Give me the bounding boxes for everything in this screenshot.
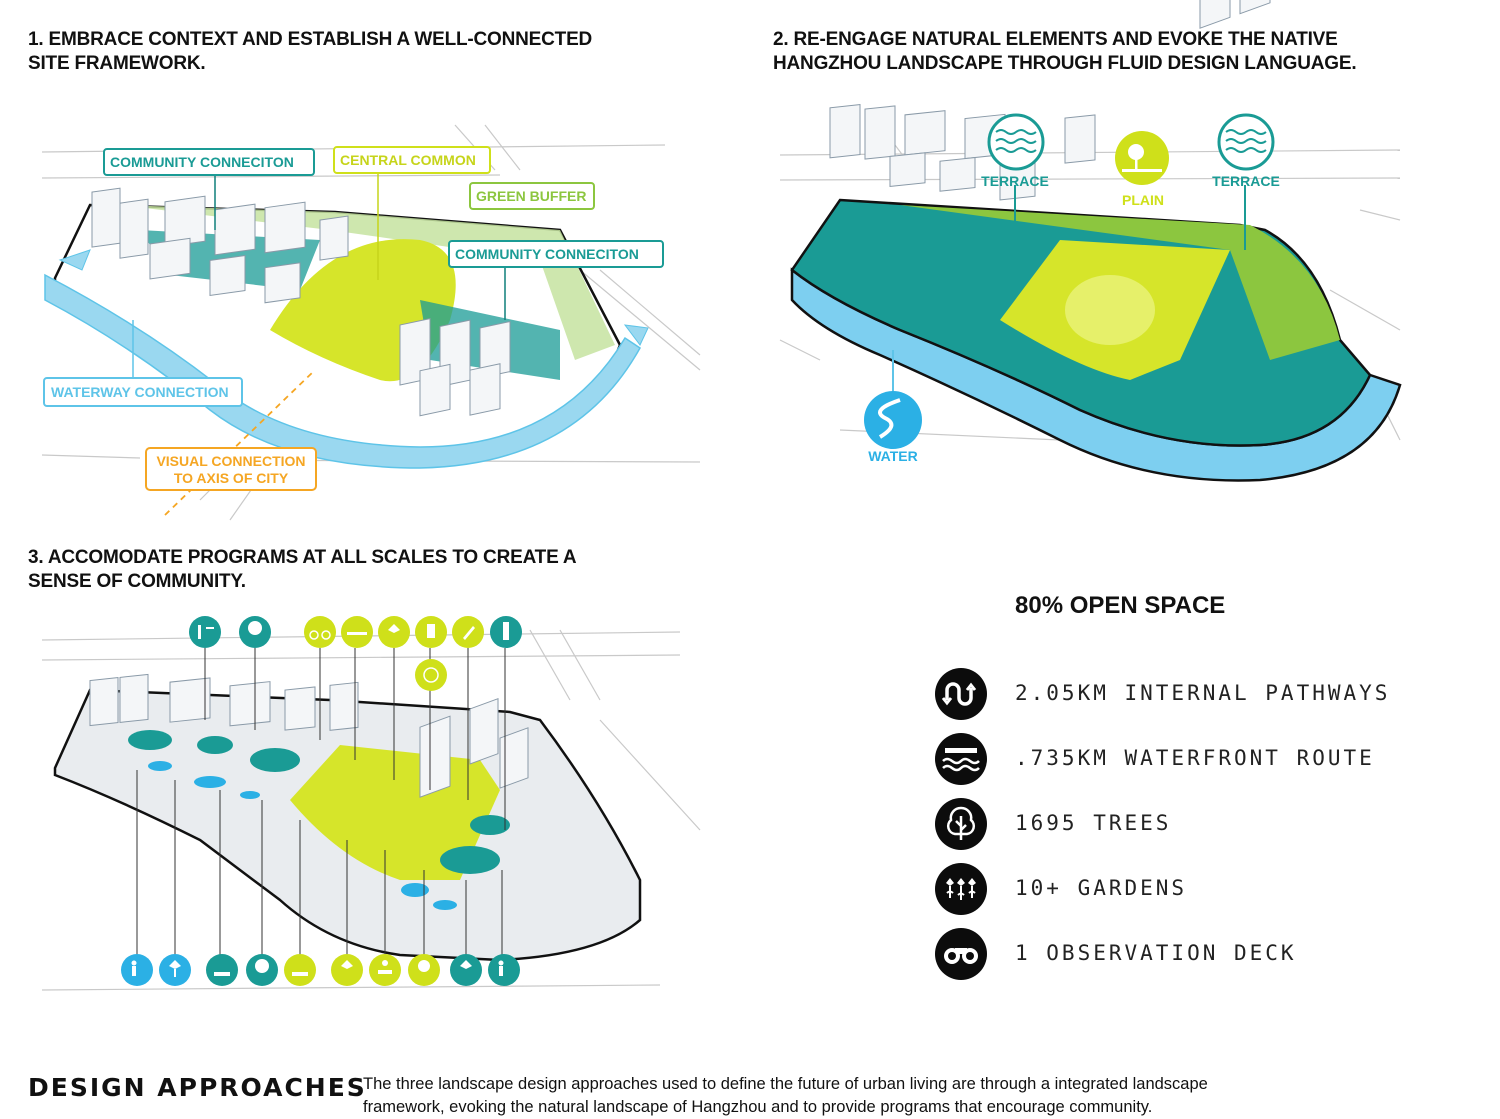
panel2-heading: 2. RE-ENGAGE NATURAL ELEMENTS AND EVOKE … xyxy=(773,28,1357,76)
panel3-heading: 3. ACCOMODATE PROGRAMS AT ALL SCALES TO … xyxy=(28,546,577,594)
panel3-heading-line1: 3. ACCOMODATE PROGRAMS AT ALL SCALES TO … xyxy=(28,547,577,568)
panel1-buildings xyxy=(91,187,511,417)
panel1-label-visual-axis: VISUAL CONNECTION TO AXIS OF CITY xyxy=(145,447,317,491)
panel3-ponds xyxy=(148,761,457,910)
panel1-label-central-common: CENTRAL COMMON xyxy=(333,146,491,174)
panel1-site-diagram: COMMUNITY CONNECITON CENTRAL COMMON GREE… xyxy=(41,124,701,521)
svg-text:CENTRAL COMMON: CENTRAL COMMON xyxy=(340,152,476,168)
waterfront-icon xyxy=(935,733,987,785)
panel2-label-terrace-left: TERRACE xyxy=(981,173,1049,189)
svg-text:GREEN BUFFER: GREEN BUFFER xyxy=(476,188,586,204)
fountain-plaza-icon xyxy=(284,954,316,986)
stat-row-trees: 1695 TREES xyxy=(935,798,1385,852)
open-space-title: 80% OPEN SPACE xyxy=(1015,592,1226,619)
panel3-heading-line2: SENSE OF COMMUNITY. xyxy=(28,571,246,592)
panel3-bottom-program-icons xyxy=(121,954,520,986)
stat-text-gardens: 10+ GARDENS xyxy=(1015,876,1188,900)
panel1-heading-line2: SITE FRAMEWORK. xyxy=(28,53,206,74)
panel2-label-water: WATER xyxy=(868,448,918,464)
panel1-heading: 1. EMBRACE CONTEXT AND ESTABLISH A WELL-… xyxy=(28,28,592,76)
dog-walking-2-icon xyxy=(488,954,520,986)
panel2-heading-line1: 2. RE-ENGAGE NATURAL ELEMENTS AND EVOKE … xyxy=(773,29,1338,50)
description-line1: The three landscape design approaches us… xyxy=(363,1075,1208,1093)
design-approaches-title: DESIGN APPROACHES xyxy=(28,1073,367,1102)
panel1-water-arrow-left xyxy=(58,249,91,271)
fountain-icon xyxy=(206,954,238,986)
svg-text:COMMUNITY CONNECITON: COMMUNITY CONNECITON xyxy=(110,154,294,170)
stat-row-gardens: 10+ GARDENS xyxy=(935,863,1385,917)
stat-text-trees: 1695 TREES xyxy=(1015,811,1172,835)
panel3-buildings xyxy=(89,673,529,798)
panel1-water-arrow-right xyxy=(623,324,649,346)
garden-flower-icon xyxy=(331,954,363,986)
panel2-heading-line2: HANGZHOU LANDSCAPE THROUGH FLUID DESIGN … xyxy=(773,53,1357,74)
panel1-label-green-buffer: GREEN BUFFER xyxy=(469,182,595,210)
panel1-label-community-top: COMMUNITY CONNECITON xyxy=(103,148,315,176)
panel1-heading-line1: 1. EMBRACE CONTEXT AND ESTABLISH A WELL-… xyxy=(28,29,593,50)
svg-text:WATERWAY CONNECTION: WATERWAY CONNECTION xyxy=(51,384,229,400)
binoculars-icon xyxy=(935,928,987,980)
panel2-terrace-right-icon xyxy=(1217,113,1275,171)
basketball-icon xyxy=(415,659,447,691)
panel3-top-program-icons xyxy=(189,616,522,691)
panel2-site-diagram: TERRACE PLAIN TERRACE WATER xyxy=(779,0,1402,482)
panel2-site-green xyxy=(900,205,1340,360)
design-approaches-description: The three landscape design approaches us… xyxy=(363,1073,1363,1119)
stat-text-waterfront: .735KM WATERFRONT ROUTE xyxy=(1015,746,1375,770)
stat-text-observation: 1 OBSERVATION DECK xyxy=(1015,941,1297,965)
tulip-icon xyxy=(450,954,482,986)
stat-row-observation: 1 OBSERVATION DECK xyxy=(935,928,1385,982)
panel2-water-icon xyxy=(864,391,922,449)
panel2-label-plain: PLAIN xyxy=(1122,192,1164,208)
panel3-site-diagram xyxy=(41,616,701,991)
panel2-label-terrace-right: TERRACE xyxy=(1212,173,1280,189)
panel2-plain-center xyxy=(1065,275,1155,345)
panel3-leaders xyxy=(136,648,506,955)
playground-icon xyxy=(189,616,221,648)
svg-text:TO AXIS OF CITY: TO AXIS OF CITY xyxy=(174,470,289,486)
panel3-gardens xyxy=(128,730,510,874)
panel1-label-waterway: WATERWAY CONNECTION xyxy=(43,377,243,407)
panel2-plain-icon xyxy=(1115,131,1169,185)
panel1-label-community-right: COMMUNITY CONNECITON xyxy=(448,240,664,268)
stat-row-pathways: 2.05KM INTERNAL PATHWAYS xyxy=(935,668,1387,722)
pathway-icon xyxy=(935,668,987,720)
panel2-terrace-left-icon xyxy=(987,113,1045,171)
svg-text:COMMUNITY CONNECITON: COMMUNITY CONNECITON xyxy=(455,246,639,262)
tree-icon xyxy=(935,798,987,850)
bicycle-icon xyxy=(304,616,336,648)
stat-text-pathways: 2.05KM INTERNAL PATHWAYS xyxy=(1015,681,1391,705)
panel2-buildings xyxy=(829,0,1271,201)
dog-walking-icon xyxy=(121,954,153,986)
svg-text:VISUAL CONNECTION: VISUAL CONNECTION xyxy=(156,453,305,469)
stat-row-waterfront: .735KM WATERFRONT ROUTE xyxy=(935,733,1385,787)
description-line2: framework, evoking the natural landscape… xyxy=(363,1098,1153,1116)
garden-flower-icon xyxy=(935,863,987,915)
